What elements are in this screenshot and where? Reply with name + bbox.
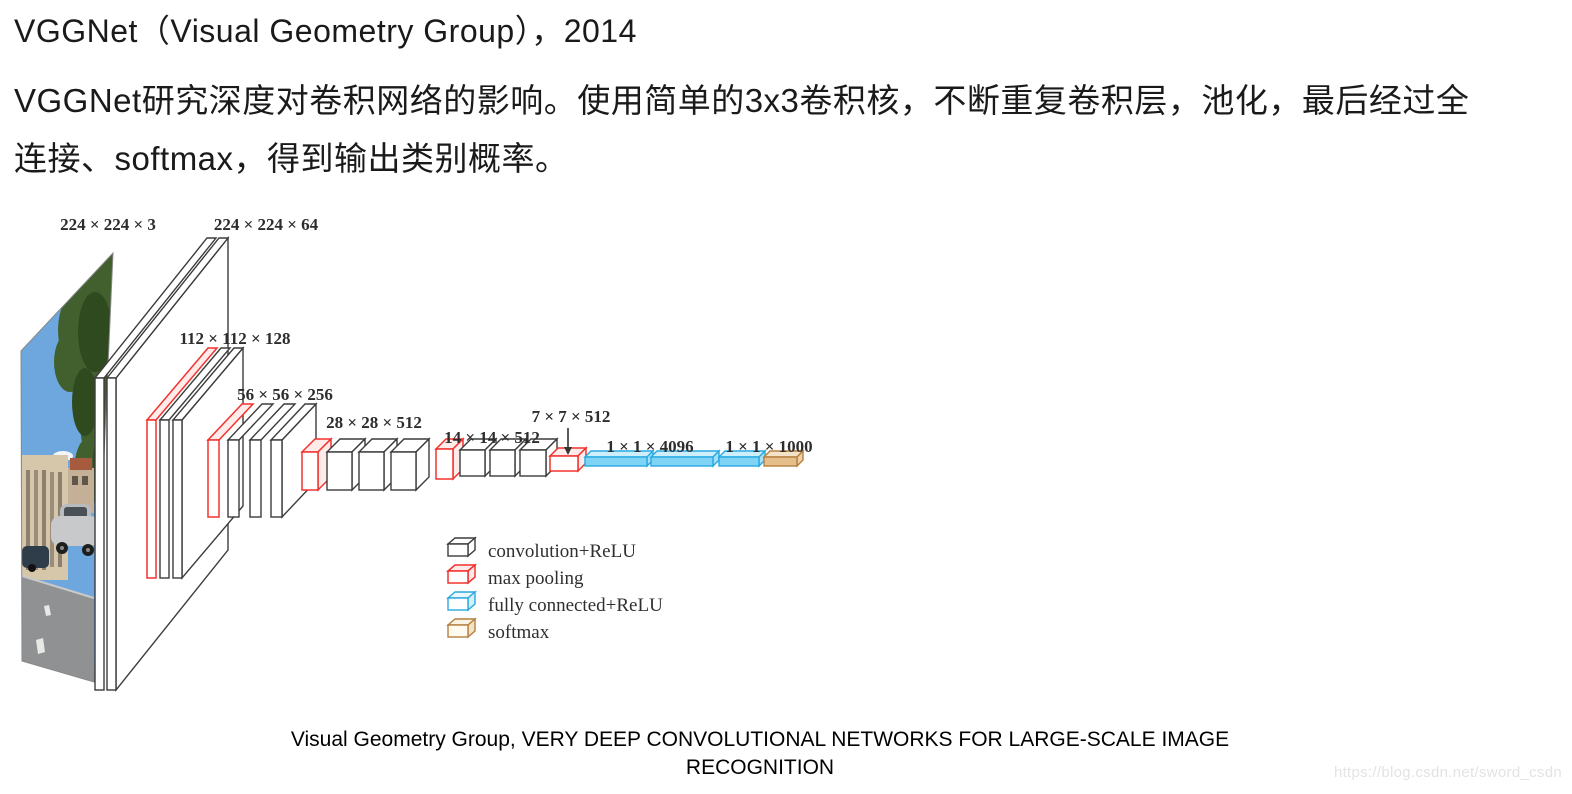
pool-7x7	[548, 428, 588, 473]
legend-label-convolution: convolution+ReLU	[488, 541, 636, 562]
caption-line-1: Visual Geometry Group, VERY DEEP CONVOLU…	[290, 728, 1230, 751]
legend-item-softmax: softmax	[446, 617, 550, 643]
label-input-dims: 224 × 224 × 3	[60, 215, 156, 234]
legend-item-convolution: convolution+ReLU	[446, 536, 636, 562]
legend-label-max-pooling: max pooling	[488, 568, 584, 589]
label-conv3-dims: 56 × 56 × 256	[237, 385, 333, 404]
legend: convolution+ReLU max pooling fully conne…	[445, 536, 663, 643]
label-conv2-dims: 112 × 112 × 128	[180, 329, 291, 348]
car	[51, 504, 99, 556]
legend-label-fully-connected: fully connected+ReLU	[488, 595, 663, 616]
arrow-down-icon	[564, 447, 572, 455]
label-conv5-dims: 14 × 14 × 512	[444, 428, 540, 447]
caption-line-2: RECOGNITION	[685, 756, 835, 779]
vgg-architecture-figure: 224 × 224 × 3 224 × 224 × 64 112 × 112 ×…	[0, 198, 1572, 703]
watermark-url: https://blog.csdn.net/sword_csdn	[1333, 764, 1562, 781]
conv-stage-5	[434, 437, 559, 481]
figure-caption: Visual Geometry Group, VERY DEEP CONVOLU…	[0, 726, 1520, 782]
paragraph-line-1: VGGNet研究深度对卷积网络的影响。使用简单的3x3卷积核，不断重复卷积层，池…	[14, 82, 1470, 119]
conv-stage-1	[93, 236, 230, 692]
intro-paragraph: VGGNet研究深度对卷积网络的影响。使用简单的3x3卷积核，不断重复卷积层，池…	[14, 72, 1562, 188]
conv-stage-4	[300, 437, 431, 492]
label-output-dims: 1 × 1 × 1000	[725, 437, 812, 456]
label-conv4-dims: 28 × 28 × 512	[326, 413, 422, 432]
label-pool5-dims: 7 × 7 × 512	[532, 407, 611, 426]
page-title: VGGNet（Visual Geometry Group），2014	[14, 13, 637, 49]
legend-item-fully-connected: fully connected+ReLU	[446, 590, 663, 616]
legend-item-max-pooling: max pooling	[445, 563, 584, 589]
architecture-diagram-svg: 224 × 224 × 3 224 × 224 × 64 112 × 112 ×…	[20, 215, 813, 692]
legend-label-softmax: softmax	[488, 622, 550, 643]
paragraph-line-2: 连接、softmax，得到输出类别概率。	[14, 140, 569, 177]
softmax-layer	[762, 449, 805, 468]
label-fc-dims: 1 × 1 × 4096	[606, 437, 693, 456]
label-conv1-dims: 224 × 224 × 64	[214, 215, 319, 234]
